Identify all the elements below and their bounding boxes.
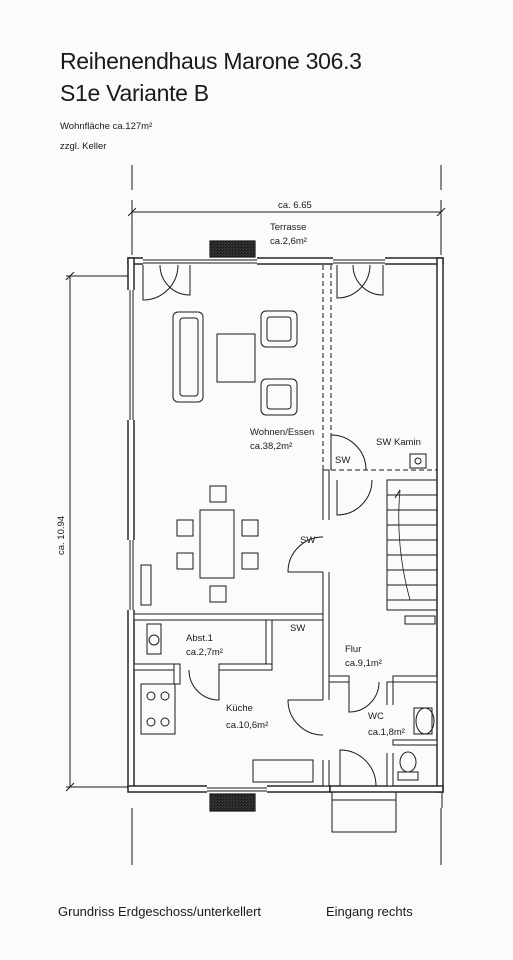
chimney-top — [209, 240, 256, 258]
caption-floor: Grundriss Erdgeschoss/unterkellert — [58, 904, 262, 919]
wc-name: WC — [368, 711, 384, 722]
wc-area: ca.1,8m² — [368, 727, 405, 738]
kitchen-name: Küche — [226, 703, 253, 714]
width-dimension-label: ca. 6.65 — [278, 200, 312, 211]
sw-label-top: SW — [335, 455, 350, 466]
doors — [142, 264, 384, 787]
plan-title: Reihenendhaus Marone 306.3 — [60, 48, 362, 74]
terrace-name: Terrasse — [270, 222, 306, 233]
chimney-bottom — [209, 793, 256, 812]
kitchen-area: ca.10,6m² — [226, 720, 268, 731]
interior-walls — [133, 265, 438, 787]
depth-dimension-line — [65, 271, 132, 792]
width-dimension-line — [127, 207, 446, 217]
furniture — [140, 310, 443, 833]
hall-name: Flur — [345, 644, 361, 655]
living-area: ca.38,2m² — [250, 441, 292, 452]
fireplace-label: SW Kamin — [376, 437, 421, 448]
storage-name: Abst.1 — [186, 633, 213, 644]
hall-area: ca.9,1m² — [345, 658, 382, 669]
caption-entrance: Eingang rechts — [326, 904, 413, 919]
depth-dimension-label: ca. 10.94 — [56, 516, 67, 555]
sw-label-bottom: SW — [290, 623, 305, 634]
dimension-guides — [131, 165, 442, 865]
plan-subtitle: S1e Variante B — [60, 80, 209, 106]
sw-label-middle: SW — [300, 535, 315, 546]
living-area-note: Wohnfläche ca.127m² — [60, 121, 153, 132]
staircase — [386, 479, 438, 625]
terrace-area: ca.2,6m² — [270, 236, 307, 247]
basement-note: zzgl. Keller — [60, 141, 107, 152]
living-name: Wohnen/Essen — [250, 427, 314, 438]
storage-area: ca.2,7m² — [186, 647, 223, 658]
